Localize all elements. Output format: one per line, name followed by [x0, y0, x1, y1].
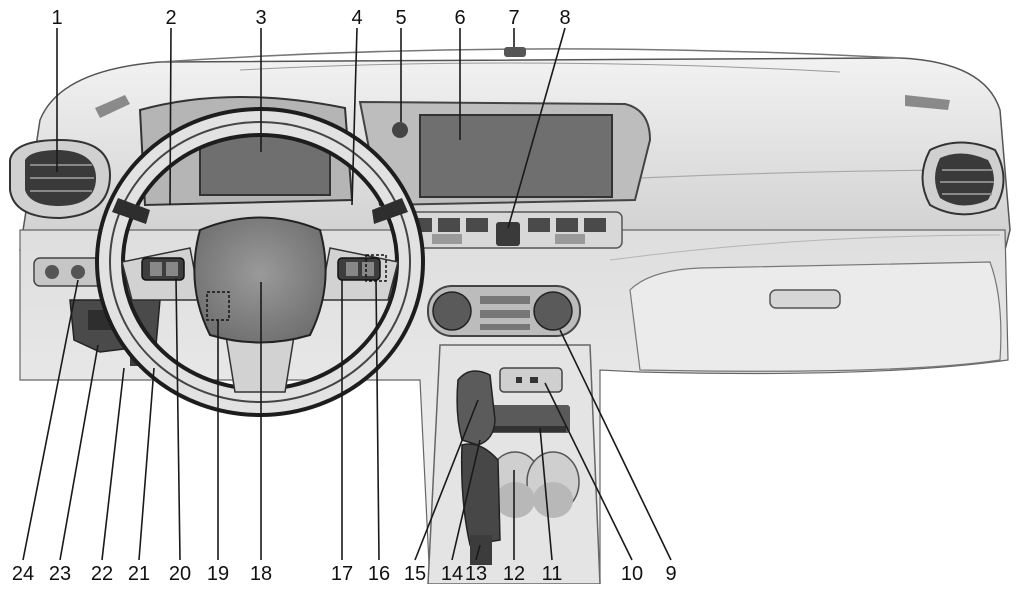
callout-23: 23	[49, 563, 71, 584]
callout-3: 3	[255, 7, 266, 29]
callout-7: 7	[508, 7, 519, 29]
callout-6: 6	[454, 7, 465, 29]
ambient-sensor-5	[392, 122, 408, 138]
callout-20: 20	[169, 563, 191, 584]
glove-box	[629, 261, 1002, 372]
callout-19: 19	[207, 563, 229, 584]
right-air-vent	[921, 141, 1005, 216]
callouts-bottom: 24 23 22 21 20 19 18 17 16 15 14 13 12 1…	[12, 563, 677, 585]
callout-1: 1	[51, 7, 62, 29]
callout-10: 10	[621, 563, 643, 584]
callout-22: 22	[91, 563, 113, 584]
sensor-7	[504, 47, 526, 57]
climate-controls	[427, 285, 581, 337]
callout-4: 4	[351, 7, 362, 29]
callout-5: 5	[395, 7, 406, 29]
callout-11: 11	[542, 563, 563, 584]
callout-21: 21	[128, 563, 150, 584]
callout-9: 9	[665, 563, 676, 584]
callouts-top: 1 2 3 4 5 6 7 8	[51, 7, 570, 29]
leader-lines-bottom	[22, 277, 672, 561]
callout-15: 15	[404, 563, 426, 584]
shift-lever	[456, 370, 501, 565]
callout-2: 2	[165, 7, 176, 29]
callout-17: 17	[331, 563, 353, 584]
callout-13: 13	[465, 563, 487, 584]
steering-wheel	[95, 107, 425, 417]
infotainment-screen	[419, 114, 613, 198]
callout-18: 18	[250, 563, 272, 584]
airbag-hub	[193, 216, 327, 344]
callout-12: 12	[503, 563, 525, 584]
center-controls	[401, 211, 623, 249]
callout-8: 8	[559, 7, 570, 29]
callout-24: 24	[12, 563, 34, 584]
callout-14: 14	[441, 563, 463, 584]
callout-16: 16	[368, 563, 390, 584]
leader-lines-top	[56, 27, 566, 229]
left-air-vent	[9, 138, 112, 220]
